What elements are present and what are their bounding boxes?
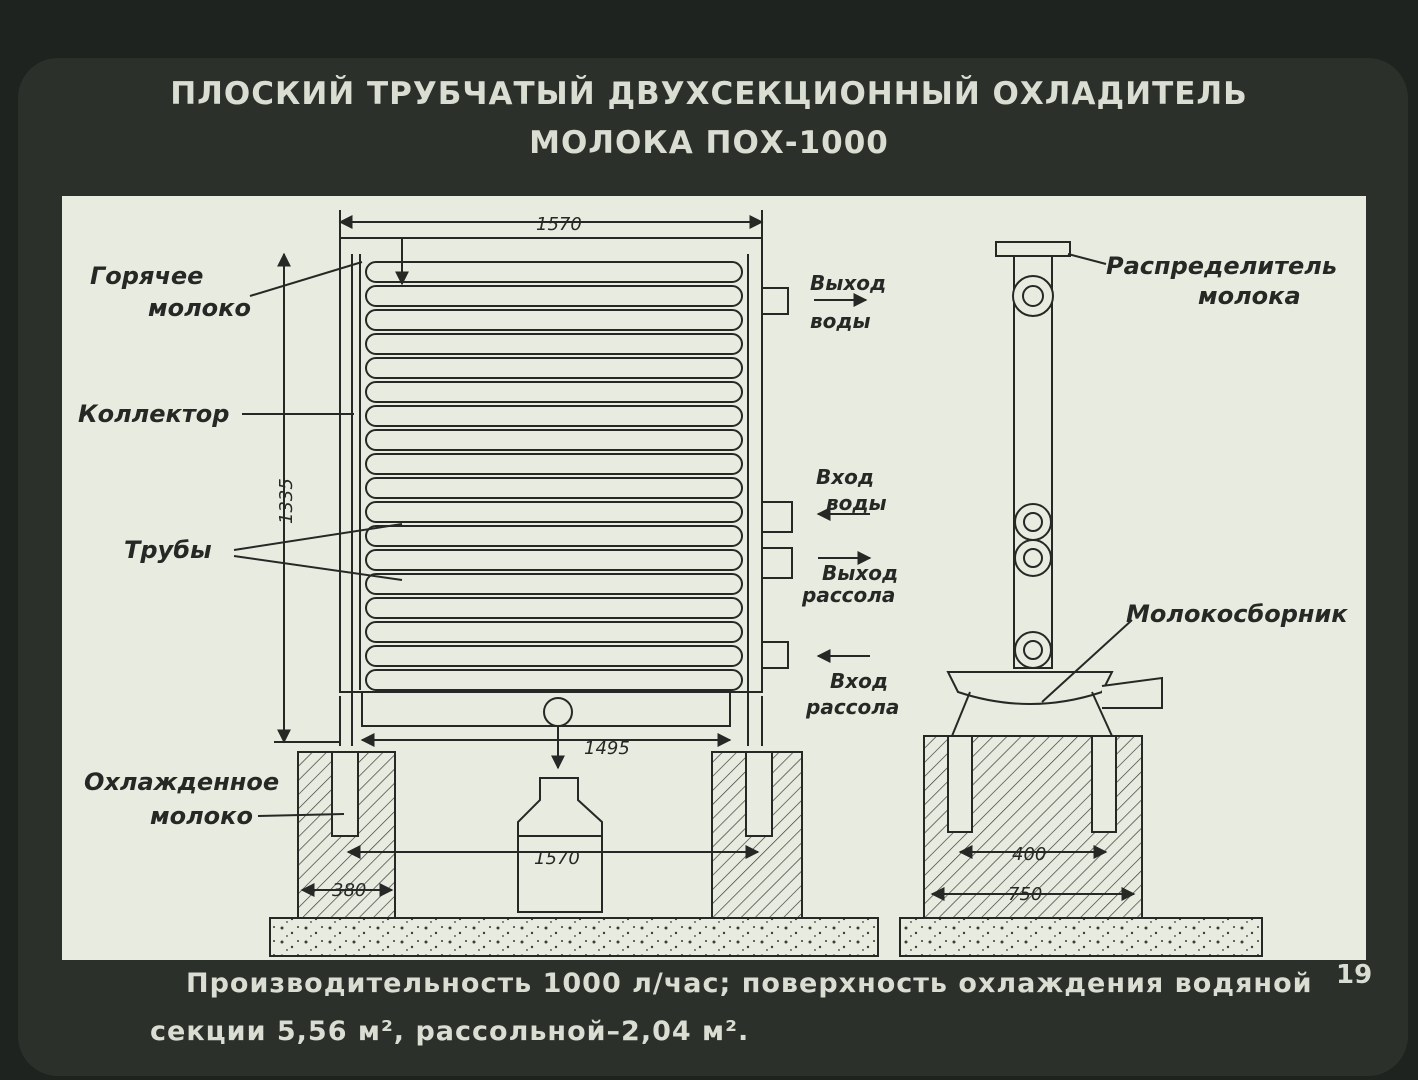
- label-water-out-1: Выход: [810, 271, 886, 295]
- label-collector: Коллектор: [78, 400, 229, 428]
- label-cooled-milk-2: молоко: [150, 802, 253, 830]
- tube: [365, 549, 743, 571]
- tube: [365, 357, 743, 379]
- drip-tray: [361, 692, 731, 727]
- tube: [365, 645, 743, 667]
- tube: [365, 309, 743, 331]
- caption-line-1: Производительность 1000 л/час; поверхнос…: [186, 968, 1313, 999]
- label-cooled-milk-1: Охлажденное: [84, 768, 279, 796]
- tube: [365, 381, 743, 403]
- dim-side-outer: 750: [1008, 884, 1042, 905]
- tube: [365, 501, 743, 523]
- tube: [365, 597, 743, 619]
- milk-collector-bowl: [946, 671, 1114, 705]
- label-distributor-2: молока: [1198, 282, 1301, 310]
- outlet-pipe: [1101, 676, 1163, 709]
- tube: [365, 573, 743, 595]
- drawing-panel: Горячее молоко Коллектор Трубы Охлажденн…: [62, 196, 1366, 960]
- label-milk-collector: Молокосборник: [1126, 600, 1348, 628]
- label-water-out-2: воды: [810, 309, 871, 333]
- nozzle-water-in: [761, 501, 793, 533]
- dim-height: 1335: [276, 478, 297, 524]
- side-foundation: [923, 735, 1143, 919]
- dim-foundation-width: 380: [332, 880, 366, 901]
- tube: [365, 525, 743, 547]
- tube: [365, 477, 743, 499]
- side-column: [1013, 255, 1053, 669]
- ground-left: [269, 917, 879, 957]
- tube: [365, 333, 743, 355]
- label-hot-milk-2: молоко: [148, 294, 251, 322]
- tube: [365, 405, 743, 427]
- tube: [365, 285, 743, 307]
- tube: [365, 429, 743, 451]
- title-line-1: ПЛОСКИЙ ТРУБЧАТЫЙ ДВУХСЕКЦИОННЫЙ ОХЛАДИТ…: [170, 76, 1248, 112]
- tube: [365, 453, 743, 475]
- tube: [365, 621, 743, 643]
- cooler-diagram: Горячее молоко Коллектор Трубы Охлажденн…: [78, 210, 1348, 957]
- nozzle-brine-out: [761, 547, 793, 579]
- label-brine-out-1: Выход: [822, 561, 898, 585]
- label-brine-in-2: рассола: [805, 695, 899, 719]
- title-line-2: МОЛОКА ПОХ-1000: [529, 125, 889, 161]
- nozzle-water-out: [761, 287, 789, 315]
- outlet-valve: [543, 697, 573, 727]
- label-brine-in-1: Вход: [830, 669, 888, 693]
- tube: [365, 261, 743, 283]
- label-water-in-1: Вход: [816, 465, 874, 489]
- distributor-head: [995, 241, 1071, 257]
- label-tubes: Трубы: [124, 536, 212, 564]
- label-distributor-1: Распределитель: [1106, 252, 1337, 280]
- milk-can: [517, 777, 603, 913]
- caption-line-2: секции 5,56 м², рассольной–2,04 м².: [150, 1016, 750, 1047]
- dim-top-width: 1570: [536, 214, 582, 235]
- tube-rows: [365, 261, 743, 691]
- nozzle-brine-in: [761, 641, 789, 669]
- page-number: 19: [1336, 960, 1373, 990]
- dim-tray-width: 1495: [584, 738, 630, 759]
- dim-side-inner: 400: [1012, 844, 1046, 865]
- dim-base-span: 1570: [534, 848, 580, 869]
- cooler-frame: [339, 237, 763, 693]
- ground-right: [899, 917, 1263, 957]
- label-hot-milk-1: Горячее: [90, 262, 203, 290]
- tube: [365, 669, 743, 691]
- label-water-in-2: воды: [826, 491, 887, 515]
- label-brine-out-2: рассола: [801, 583, 895, 607]
